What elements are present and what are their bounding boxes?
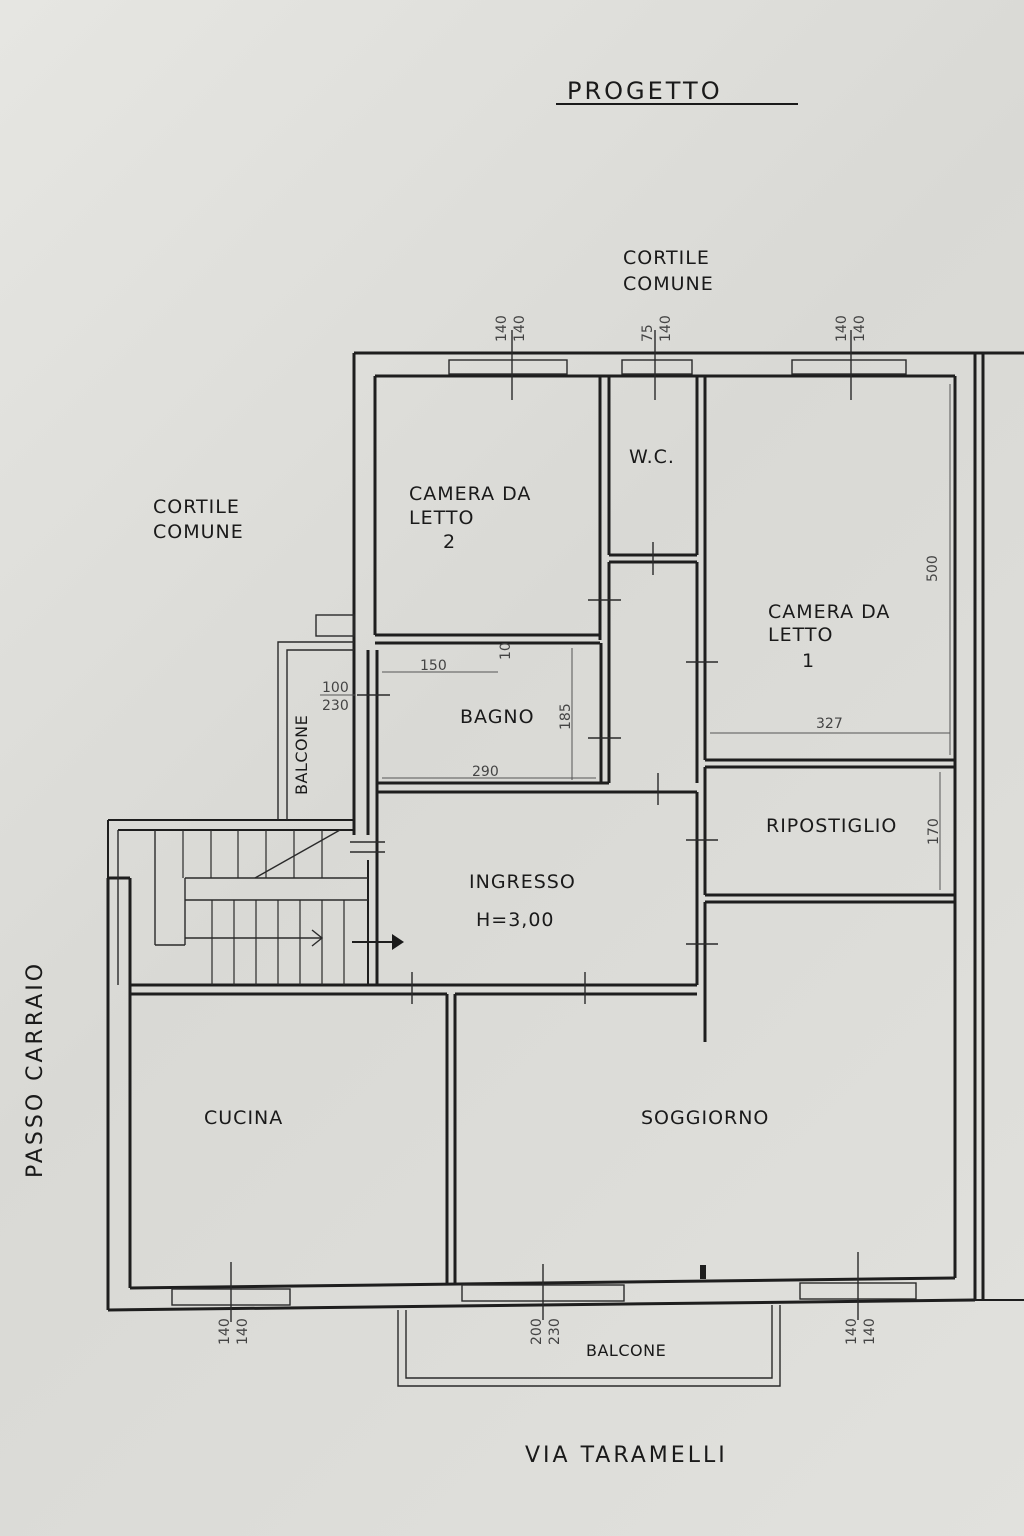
driveway-label: PASSO CARRAIO <box>23 961 48 1178</box>
bedroom1-label-2: LETTO <box>768 624 833 646</box>
plan-title: PROGETTO <box>567 77 723 105</box>
front-balcony <box>397 1305 781 1387</box>
window-top-mid-label-1: 75 <box>640 324 656 342</box>
bedroom2-label-3: 2 <box>443 531 456 553</box>
side-window-label-2: 230 <box>322 698 349 714</box>
bath-height-dim: 185 <box>558 703 574 730</box>
bath-width-top-dim: 150 <box>420 658 447 674</box>
living-room-label: SOGGIORNO <box>641 1107 769 1129</box>
bath-small-dim: 10 <box>498 642 514 660</box>
window-top-right-label-1: 140 <box>834 315 850 342</box>
window-bottom-left-label-1: 140 <box>217 1318 233 1345</box>
bedroom1-label-1: CAMERA DA <box>768 601 890 623</box>
windows-top <box>448 330 907 400</box>
side-balcony <box>277 614 355 820</box>
bedroom1-label-3: 1 <box>802 650 815 672</box>
window-top-left-label-2: 140 <box>512 315 528 342</box>
side-window-label-1: 100 <box>322 680 349 696</box>
dimension-lines <box>382 384 951 890</box>
bedroom1-height-dim: 500 <box>925 555 941 582</box>
wc-label: W.C. <box>629 446 675 468</box>
window-top-right-label-2: 140 <box>852 315 868 342</box>
window-bottom-mid-label-2: 230 <box>547 1318 563 1345</box>
front-balcony-label: BALCONE <box>586 1341 666 1360</box>
bedroom2-label-1: CAMERA DA <box>409 483 531 505</box>
exterior-walls <box>106 351 1024 1312</box>
side-balcony-label: BALCONE <box>292 715 311 795</box>
door-marks <box>350 542 718 1004</box>
entrance-label: INGRESSO <box>469 871 576 893</box>
bedroom2-label-2: LETTO <box>409 507 474 529</box>
courtyard-top-label-2: COMUNE <box>623 273 714 295</box>
courtyard-left-label-2: COMUNE <box>153 521 244 543</box>
window-bottom-right-label-2: 140 <box>862 1318 878 1345</box>
kitchen-label: CUCINA <box>204 1107 283 1129</box>
window-bottom-left-label-2: 140 <box>235 1318 251 1345</box>
storage-height-dim: 170 <box>926 818 942 845</box>
courtyard-top-label-1: CORTILE <box>623 247 710 269</box>
staircase <box>117 829 404 985</box>
storage-label: RIPOSTIGLIO <box>766 815 897 837</box>
courtyard-left-label-1: CORTILE <box>153 496 240 518</box>
bath-width-bottom-dim: 290 <box>472 764 499 780</box>
bathroom-label: BAGNO <box>460 706 535 728</box>
street-label: VIA TARAMELLI <box>525 1443 728 1468</box>
window-bottom-right-label-1: 140 <box>844 1318 860 1345</box>
bedroom1-width-dim: 327 <box>816 716 843 732</box>
window-top-mid-label-2: 140 <box>658 315 674 342</box>
windows-bottom <box>171 1252 917 1322</box>
ceiling-height-label: H=3,00 <box>476 909 555 931</box>
window-bottom-mid-label-1: 200 <box>529 1318 545 1345</box>
window-top-left-label-1: 140 <box>494 315 510 342</box>
